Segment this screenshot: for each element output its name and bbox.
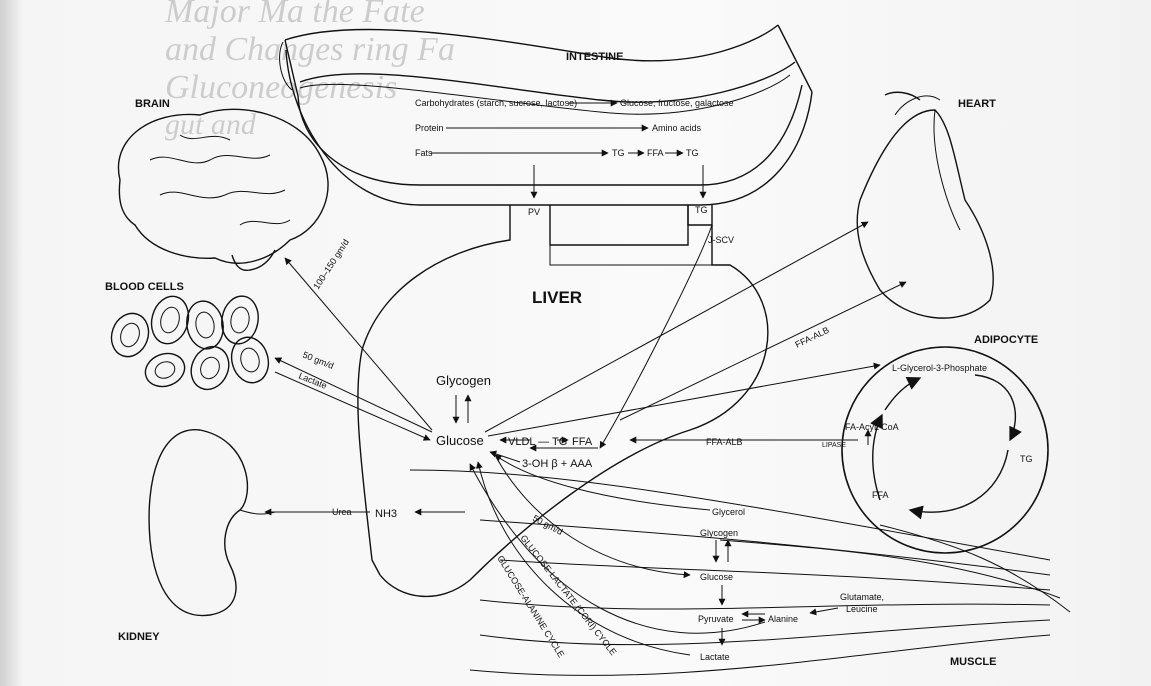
carbs-source: Carbohydrates (starch, sucrose, lactose) xyxy=(415,98,577,108)
heart-drawing xyxy=(857,92,993,318)
intestine-label: INTESTINE xyxy=(566,51,623,63)
adipocyte-g3p: L-Glycerol-3-Phosphate xyxy=(892,363,987,373)
pv-label: PV xyxy=(528,207,540,217)
brain-flow-rate: 100–150 gm/d xyxy=(311,237,351,291)
adipocyte-fa-coa: FA-AcyL CoA xyxy=(845,422,899,432)
bg-text-2: and Changes ring Fa xyxy=(165,31,455,68)
liver-ffa: FFA xyxy=(572,436,593,448)
intestine-ffa: FFA xyxy=(647,148,664,158)
muscle-glycerol: Glycerol xyxy=(712,507,745,517)
blood-flow-rate: 50 gm/d xyxy=(301,350,335,371)
adipocyte-tg: TG xyxy=(1020,454,1033,464)
adipocyte-ffa: FFA xyxy=(872,490,889,500)
adipocyte-label: ADIPOCYTE xyxy=(974,334,1038,346)
kidney-label: KIDNEY xyxy=(118,631,160,643)
liver-glucose: Glucose xyxy=(436,433,484,448)
brain-label: BRAIN xyxy=(135,98,170,110)
liver-label: LIVER xyxy=(532,288,582,307)
vessel-tg-label: TG xyxy=(695,205,708,215)
bg-text-1: Major Ma the Fate xyxy=(164,0,425,30)
liver-urea: Urea xyxy=(332,507,352,517)
ffa-alb-upper: FFA-ALB xyxy=(793,325,830,350)
muscle-pyruvate: Pyruvate xyxy=(698,614,734,624)
ffa-alb-lower: FFA-ALB xyxy=(706,437,743,447)
protein-source: Protein xyxy=(415,123,444,133)
bg-text-4: gut and xyxy=(165,108,257,141)
muscle-glutamate: Glutamate, xyxy=(840,592,884,602)
adipocyte-lipase: LIPASE xyxy=(822,442,846,449)
intestine-tg-2: TG xyxy=(686,148,699,158)
jscv-label: J-SCV xyxy=(708,235,734,245)
adipocyte-drawing xyxy=(842,347,1048,553)
carbs-products: Glucose, fructose, galactose xyxy=(620,98,734,108)
muscle-alanine: Alanine xyxy=(768,614,798,624)
kidney-drawing xyxy=(149,430,275,616)
muscle-glycogen: Glycogen xyxy=(700,528,738,538)
labels: INTESTINE BRAIN HEART BLOOD CELLS LIVER … xyxy=(105,51,1038,668)
flow-arrows xyxy=(265,103,906,655)
cori-cycle-label: GLUCOSE-LACTATE (CORI) CYCLE xyxy=(518,533,618,657)
lactate-flow: Lactate xyxy=(297,371,328,391)
heart-label: HEART xyxy=(958,98,996,110)
blood-cells-drawing xyxy=(106,292,274,395)
muscle-flow-rate: 50 gm/d xyxy=(531,513,564,537)
liver-nh3: NH3 xyxy=(375,508,397,520)
protein-products: Amino acids xyxy=(652,123,702,133)
blood-cells-label: BLOOD CELLS xyxy=(105,281,184,293)
background-bleed-text: Major Ma the Fate and Changes ring Fa Gl… xyxy=(164,0,455,141)
muscle-leucine: Leucine xyxy=(846,604,878,614)
intestine-tg-1: TG xyxy=(612,148,625,158)
liver-vldl-tg: VLDL — TG xyxy=(508,436,567,448)
muscle-label: MUSCLE xyxy=(950,656,996,668)
liver-glycogen: Glycogen xyxy=(436,373,491,388)
fats-source: Fats xyxy=(415,148,433,158)
liver-ketones: 3-OH β + AAA xyxy=(522,458,593,470)
muscle-glucose: Glucose xyxy=(700,572,733,582)
muscle-lactate: Lactate xyxy=(700,652,730,662)
